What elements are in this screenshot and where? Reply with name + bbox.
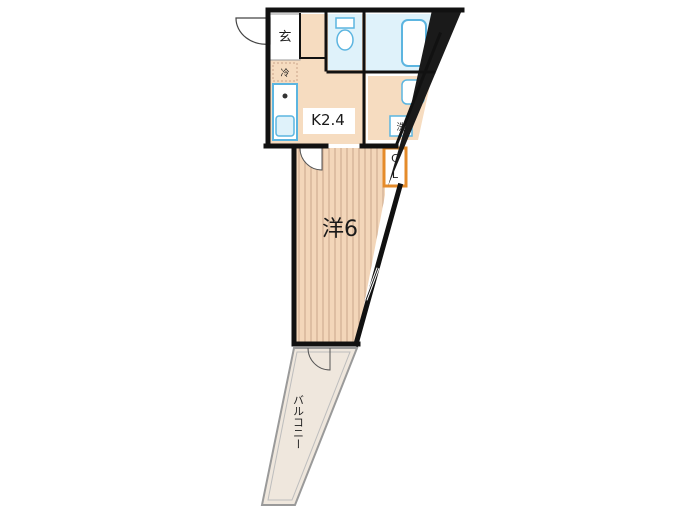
walls bbox=[263, 7, 465, 348]
balcony-label: バルコニー bbox=[292, 395, 305, 450]
laundry-label: 洗 bbox=[396, 121, 405, 133]
sink-icon bbox=[275, 115, 295, 137]
fridge-box bbox=[272, 62, 298, 82]
kitchen-label: K2.4 bbox=[311, 111, 345, 129]
fridge-label: 冷 bbox=[280, 67, 289, 79]
room-door-swing bbox=[299, 147, 323, 171]
closet-label-bottom: L bbox=[392, 168, 399, 181]
diagonal-wall-wedge bbox=[388, 10, 462, 186]
toilet-room bbox=[328, 14, 362, 70]
entrance-door-swing bbox=[235, 17, 271, 45]
western-room-label: 洋6 bbox=[322, 217, 358, 242]
closet-label-top: C bbox=[391, 152, 399, 165]
balcony-door-swing bbox=[307, 347, 331, 371]
western-room bbox=[296, 147, 385, 342]
toilet-icon bbox=[336, 29, 354, 51]
balcony bbox=[260, 347, 359, 506]
stove-icon bbox=[282, 93, 288, 99]
bathroom bbox=[366, 14, 432, 72]
entrance-label: 玄 bbox=[278, 30, 291, 45]
